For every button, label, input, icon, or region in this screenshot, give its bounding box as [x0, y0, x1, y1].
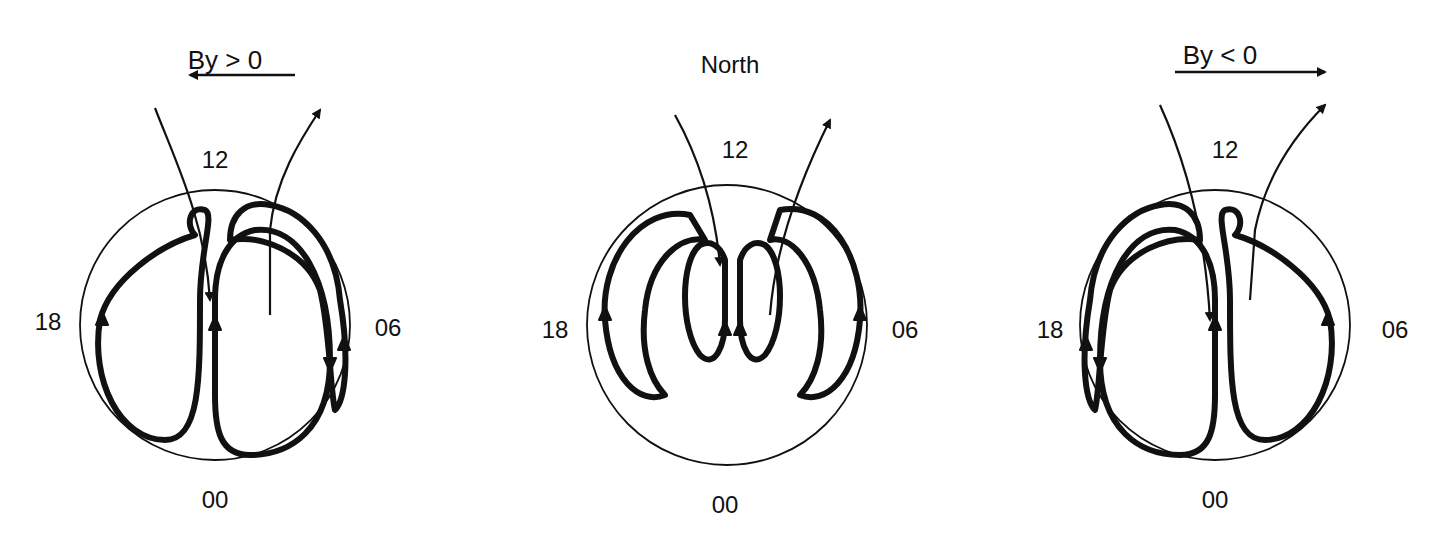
clock-label: 12	[722, 138, 749, 162]
clock-label: 18	[35, 310, 62, 334]
clock-label: 06	[375, 316, 402, 340]
imf-label: By > 0	[188, 47, 262, 73]
clock-label: 00	[712, 493, 739, 517]
clock-label: 00	[202, 488, 229, 512]
imf-label: By < 0	[1183, 42, 1257, 68]
clock-label: 18	[1037, 318, 1064, 342]
panel-title: North	[701, 53, 760, 77]
clock-label: 12	[1212, 138, 1239, 162]
clock-label: 06	[1382, 318, 1409, 342]
clock-label: 12	[202, 148, 229, 172]
clock-label: 18	[542, 318, 569, 342]
clock-label: 06	[892, 318, 919, 342]
clock-label: 00	[1202, 488, 1229, 512]
